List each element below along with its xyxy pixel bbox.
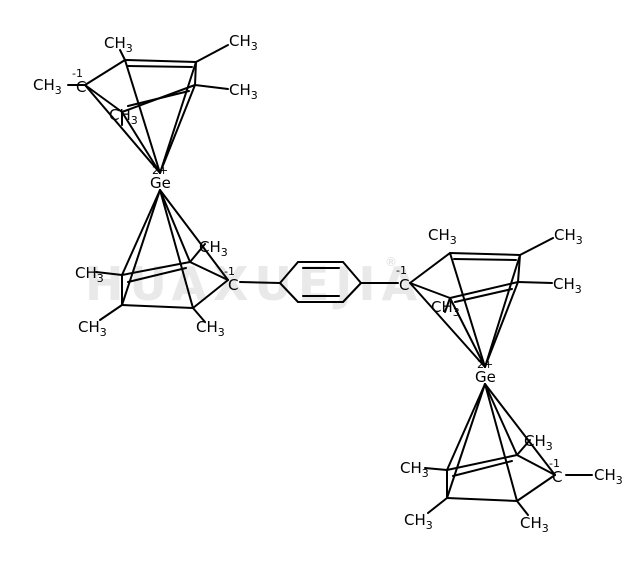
- bond: [194, 61, 197, 86]
- bond: [453, 258, 517, 261]
- bond: [192, 307, 206, 323]
- bond: [517, 281, 553, 284]
- methyl-label: CH3: [229, 81, 258, 102]
- bond: [159, 189, 229, 281]
- ring-top-upper: [67, 44, 229, 174]
- bond: [121, 189, 161, 306]
- bond: [127, 65, 193, 68]
- bond: [444, 297, 451, 313]
- bond: [409, 282, 486, 368]
- methyl-label: CH3: [33, 76, 62, 97]
- bond: [484, 254, 521, 368]
- bond: [159, 84, 196, 174]
- carbanion-charge-2: -1: [224, 265, 235, 278]
- methyl-label: CH3: [196, 318, 225, 339]
- methyl-label: CH3: [594, 466, 623, 487]
- bond: [516, 439, 531, 456]
- carbanion-charge-1: -1: [72, 67, 83, 80]
- methyl-label: CH3: [404, 511, 433, 532]
- methyl-label: CH3: [400, 459, 429, 480]
- bond: [516, 474, 556, 502]
- bond: [446, 383, 486, 471]
- bond: [449, 252, 486, 368]
- ring-bottom-lower: [424, 383, 593, 516]
- bond: [449, 281, 519, 299]
- bond: [519, 237, 554, 256]
- bond: [189, 261, 229, 281]
- ge-atom-2: Ge: [475, 368, 496, 386]
- bond: [84, 84, 161, 174]
- ge-charge-1: 2+: [152, 164, 168, 177]
- bond: [124, 59, 197, 63]
- benzene-linker: [239, 261, 399, 303]
- bond: [84, 59, 126, 86]
- carbanion-4: C: [552, 468, 562, 486]
- carbanion-charge-4: -1: [549, 457, 560, 470]
- bond: [446, 383, 486, 499]
- bond: [119, 49, 126, 61]
- bond: [342, 282, 362, 303]
- carbanion-3: C: [399, 276, 409, 294]
- bond: [121, 189, 161, 276]
- methyl-label: CH3: [553, 275, 582, 296]
- bond: [124, 59, 161, 174]
- methyl-label: CH3: [520, 514, 549, 535]
- bond: [484, 383, 556, 476]
- bond: [446, 497, 518, 502]
- bond: [159, 61, 197, 174]
- bond: [279, 282, 299, 303]
- bond: [449, 297, 486, 368]
- bond: [159, 189, 194, 309]
- bond: [99, 304, 123, 321]
- methyl-label: CH3: [199, 238, 228, 259]
- bond: [449, 252, 521, 256]
- bond: [484, 383, 518, 456]
- bond: [452, 460, 513, 477]
- bond: [409, 282, 451, 299]
- bond: [159, 189, 191, 263]
- ring-top-lower: [95, 189, 229, 323]
- methyl-label: CH3: [431, 298, 460, 319]
- methyl-label: CH3: [104, 34, 133, 55]
- bond: [239, 281, 281, 284]
- methyl-label: CH3: [428, 226, 457, 247]
- ring-bottom-upper: [409, 237, 554, 368]
- methyl-label: CH3: [554, 226, 583, 247]
- bond: [409, 252, 451, 284]
- carbanion-1: C: [76, 78, 86, 96]
- methyl-label: CH3: [229, 32, 258, 53]
- bond: [194, 84, 229, 90]
- bond: [516, 500, 529, 516]
- bond: [195, 44, 229, 63]
- bond: [484, 383, 518, 502]
- carbanion-charge-3: -1: [396, 264, 407, 277]
- carbanion-2: C: [228, 276, 238, 294]
- bond: [95, 271, 123, 276]
- bond: [427, 497, 448, 514]
- ge-charge-2: 2+: [477, 358, 493, 371]
- bond: [127, 267, 187, 283]
- bond: [84, 84, 123, 113]
- bond: [517, 254, 521, 283]
- methyl-label: CH3: [109, 106, 138, 127]
- bond: [121, 304, 194, 309]
- methyl-label: CH3: [78, 318, 107, 339]
- bond: [424, 467, 448, 471]
- bond: [279, 261, 299, 284]
- bond: [516, 454, 556, 476]
- watermark-registered: ®: [385, 255, 397, 269]
- ge-atom-1: Ge: [150, 174, 171, 192]
- methyl-label: CH3: [524, 432, 553, 453]
- bond: [342, 261, 362, 284]
- bond: [192, 279, 229, 309]
- bond: [484, 281, 519, 368]
- bond: [121, 111, 161, 174]
- methyl-label: CH3: [75, 264, 104, 285]
